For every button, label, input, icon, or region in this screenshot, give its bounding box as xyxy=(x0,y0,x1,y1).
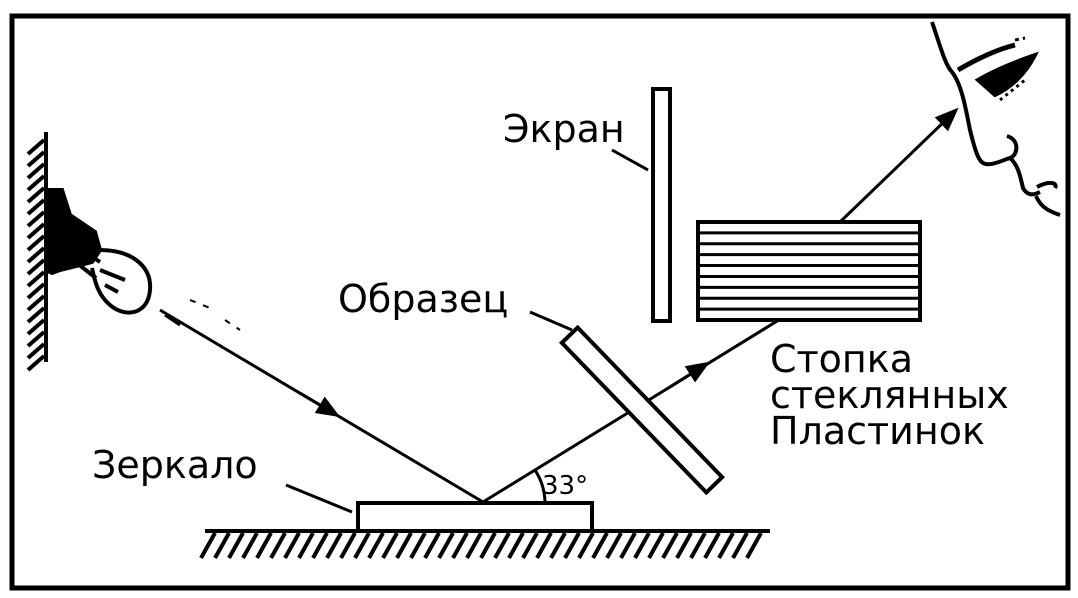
wall-hatch xyxy=(26,318,46,336)
wall-hatch xyxy=(26,162,46,180)
floor-hatch xyxy=(353,532,371,559)
floor-hatch xyxy=(283,532,301,559)
floor xyxy=(199,529,770,559)
floor-hatch xyxy=(213,532,231,559)
mirror xyxy=(356,501,594,533)
wall-hatch xyxy=(26,354,46,372)
floor-hatch xyxy=(255,532,273,559)
floor-hatch xyxy=(423,532,441,559)
floor-hatch xyxy=(493,532,511,559)
wall-hatch xyxy=(26,174,46,192)
floor-hatch xyxy=(703,532,721,559)
angle-label: 33° xyxy=(542,471,588,501)
floor-hatch xyxy=(633,532,651,559)
floor-hatch xyxy=(563,532,581,559)
wall-hatch xyxy=(26,198,46,216)
floor-hatch xyxy=(339,532,357,559)
stack-label-line3: Пластинок xyxy=(770,409,985,453)
wall-hatch xyxy=(26,282,46,300)
sample-leader xyxy=(529,310,573,332)
floor-hatch xyxy=(395,532,413,559)
reflected-arrow-icon xyxy=(669,361,711,389)
frame xyxy=(9,13,1071,591)
transmitted-ray xyxy=(838,107,959,224)
floor-hatch xyxy=(465,532,483,559)
angle-arc xyxy=(533,469,547,503)
lamp-icon xyxy=(44,188,153,315)
floor-hatch xyxy=(437,532,455,559)
wall-hatch xyxy=(26,186,46,204)
floor-hatch xyxy=(689,532,707,559)
wall-hatch xyxy=(26,138,46,156)
stack-label-line2: стеклянных xyxy=(770,373,1009,417)
floor-hatch xyxy=(479,532,497,559)
screen-label: Экран xyxy=(503,107,625,151)
floor-hatch xyxy=(605,532,623,559)
floor-hatch xyxy=(381,532,399,559)
floor-hatch xyxy=(675,532,693,559)
floor-hatch xyxy=(269,532,287,559)
floor-hatch xyxy=(521,532,539,559)
wall-hatch xyxy=(26,270,46,288)
floor-hatch xyxy=(731,532,749,559)
floor-hatch xyxy=(241,532,259,559)
sample-label: Образец xyxy=(338,277,508,321)
wall-hatch xyxy=(26,246,46,264)
floor-hatch xyxy=(409,532,427,559)
screen-leader xyxy=(611,148,649,172)
floor-hatch xyxy=(199,532,217,559)
floor-hatch xyxy=(717,532,735,559)
floor-hatch xyxy=(577,532,595,559)
floor-hatch xyxy=(647,532,665,559)
wall-hatch xyxy=(26,150,46,168)
mirror-leader xyxy=(285,483,353,514)
sample-plate xyxy=(559,324,725,496)
floor-hatch xyxy=(745,532,763,559)
wall-hatch xyxy=(26,330,46,348)
floor-hatch xyxy=(297,532,315,559)
floor-hatch xyxy=(549,532,567,559)
floor-hatch xyxy=(451,532,469,559)
light-dash xyxy=(164,313,181,327)
wall-hatch xyxy=(26,210,46,228)
wall-hatch xyxy=(26,294,46,312)
light-dash xyxy=(189,299,241,331)
stack-label-line1: Стопка xyxy=(770,337,913,381)
glass-plate-stack xyxy=(696,220,922,322)
floor-hatch xyxy=(227,532,245,559)
floor-hatch xyxy=(619,532,637,559)
wall-hatch xyxy=(26,222,46,240)
screen xyxy=(651,87,672,323)
incident-arrow-icon xyxy=(299,391,341,418)
wall xyxy=(26,132,48,372)
floor-hatch xyxy=(507,532,525,559)
floor-hatch xyxy=(311,532,329,559)
observer-face-icon xyxy=(930,21,1061,217)
floor-hatch xyxy=(325,532,343,559)
wall-hatch xyxy=(26,306,46,324)
floor-hatch xyxy=(535,532,553,559)
wall-hatch xyxy=(26,234,46,252)
floor-hatch xyxy=(661,532,679,559)
wall-hatch xyxy=(26,258,46,276)
floor-hatch xyxy=(367,532,385,559)
mirror-label: Зеркало xyxy=(92,443,258,487)
wall-hatch xyxy=(26,342,46,360)
floor-hatch xyxy=(591,532,609,559)
